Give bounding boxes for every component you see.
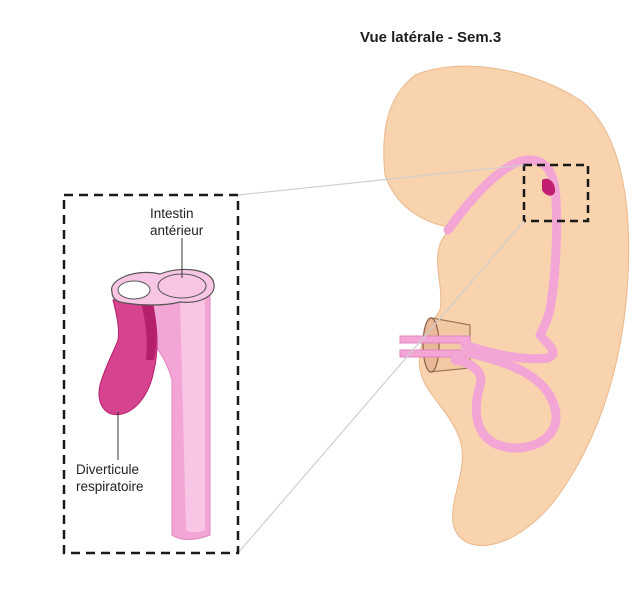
diverticulum-shadow	[140, 300, 157, 360]
diverticulum-label-line2: respiratoire	[76, 479, 144, 494]
diagram-title: Vue latérale - Sem.3	[360, 29, 501, 46]
foregut-label-line2: antérieur	[150, 223, 204, 238]
vitelline-duct	[399, 335, 471, 344]
embryo-diverticulum	[542, 178, 556, 196]
stalk-cut-surface	[422, 317, 440, 373]
trachea-lumen	[117, 280, 151, 300]
hindgut-loop	[450, 347, 561, 453]
embryo-zoom-box	[522, 163, 590, 223]
respiratory-diverticulum	[98, 299, 158, 416]
embryo-body	[383, 65, 630, 547]
zoom-line-top	[237, 164, 525, 196]
gut-tube	[443, 155, 562, 364]
foregut-highlight	[180, 300, 205, 533]
diverticulum-label-line1: Diverticule	[76, 462, 139, 477]
zoom-line-bottom	[237, 220, 525, 554]
foregut-label-line1: Intestin	[150, 206, 194, 221]
